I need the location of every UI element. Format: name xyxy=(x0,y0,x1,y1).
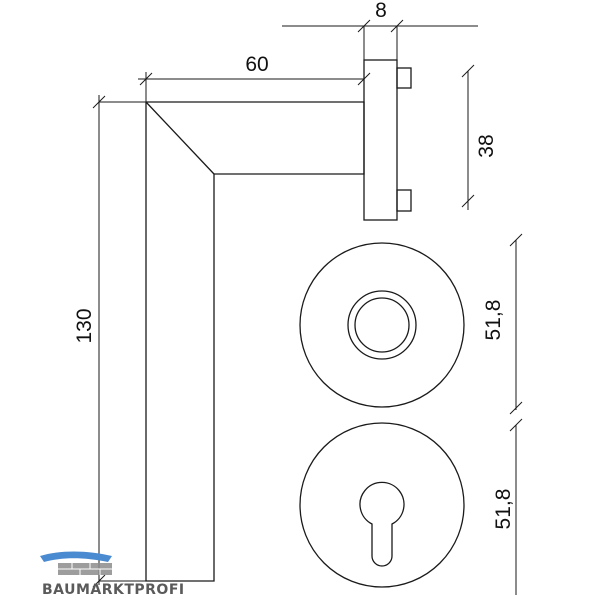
knob-ring-inner xyxy=(354,297,410,353)
dimension-label-handle-length: 60 xyxy=(245,53,268,76)
dimension-label-top-width: 8 xyxy=(375,0,387,22)
lever-handle xyxy=(145,101,365,582)
rose-plate xyxy=(363,59,398,221)
dimension-label-handle-height: 130 xyxy=(73,308,96,343)
dimension-label-rose-diameter-1: 51,8 xyxy=(482,300,505,341)
dimension-rose-height: 38 xyxy=(461,64,498,210)
logo-wordmark: BAUMARKTPROFI xyxy=(42,582,185,598)
round-rose-bottom xyxy=(299,422,465,588)
dimension-top-width: 8 xyxy=(282,0,478,60)
fixing-stud-top xyxy=(396,67,412,89)
dimension-handle-length: 60 xyxy=(138,53,371,102)
rose-side-view xyxy=(363,59,412,221)
logo-swoosh-icon xyxy=(40,551,112,562)
baumarktprofi-logo: BAUMARKTPROFI xyxy=(40,551,185,598)
knob-ring-outer xyxy=(347,290,417,360)
dimension-rose-diameter-2: 51,8 xyxy=(492,418,523,595)
handle-outline xyxy=(145,101,365,582)
round-rose-top xyxy=(299,242,465,408)
fixing-stud-bottom xyxy=(396,189,412,212)
dimension-label-rose-height: 38 xyxy=(475,134,498,157)
handle-miter-line xyxy=(145,101,215,175)
dimension-handle-height: 130 xyxy=(73,95,146,588)
profile-cylinder-keyhole xyxy=(359,481,405,567)
rose-outer-circle xyxy=(299,242,465,408)
dimension-label-rose-diameter-2: 51,8 xyxy=(492,489,515,530)
dimension-rose-diameter-1: 51,8 xyxy=(482,233,523,415)
escutcheon-outer-circle xyxy=(299,422,465,588)
